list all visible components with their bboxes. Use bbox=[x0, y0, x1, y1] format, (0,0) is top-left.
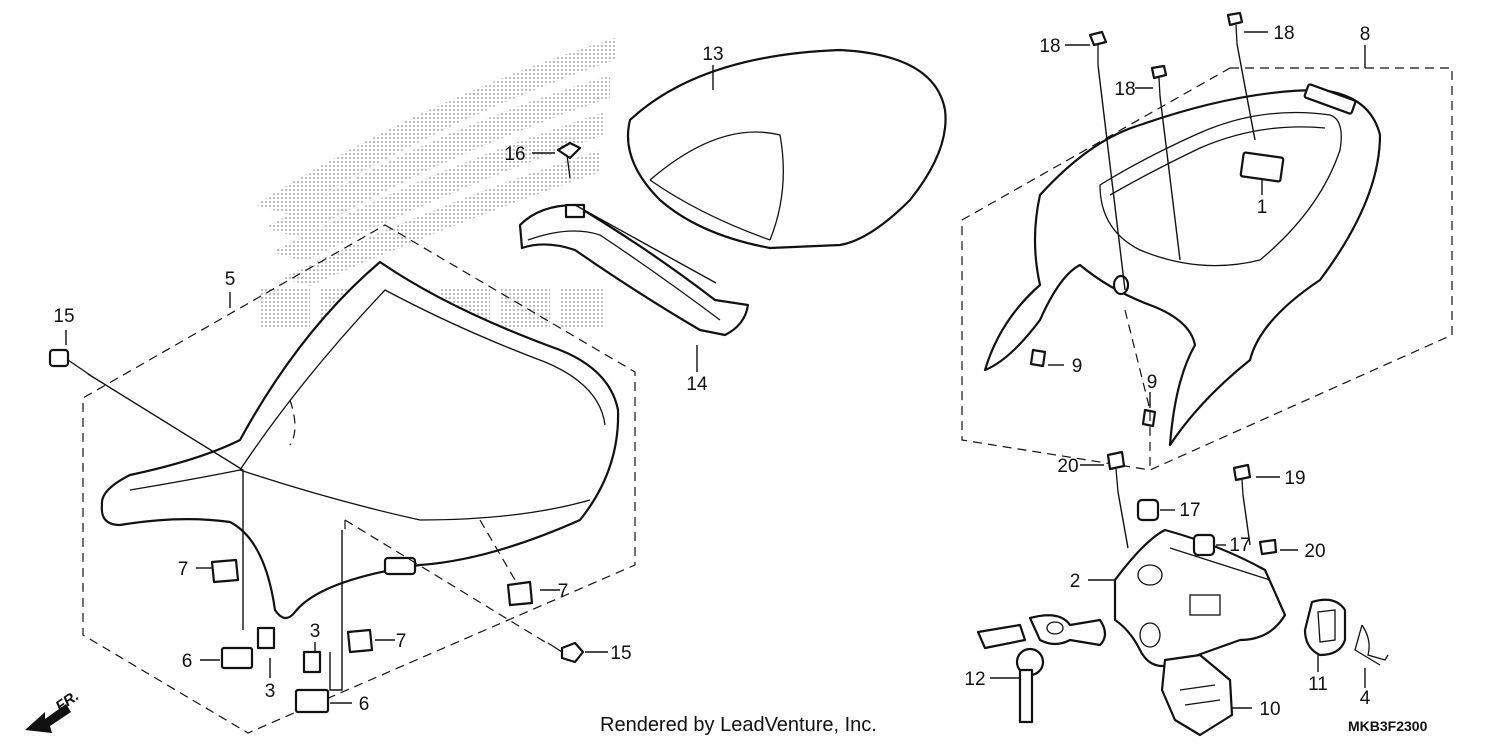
seat-cowl-group-box bbox=[961, 67, 1453, 471]
seat-group-box bbox=[82, 224, 636, 734]
callout-18-right: 18 bbox=[1273, 23, 1294, 44]
callout-labels: 13 16 14 5 15 7 7 7 15 3 3 6 6 18 18 18 … bbox=[53, 23, 1370, 720]
callout-17-upper: 17 bbox=[1179, 500, 1200, 521]
callout-11: 11 bbox=[1308, 674, 1328, 695]
seat-catch-part-2 bbox=[1113, 528, 1287, 668]
front-seat-part-5 bbox=[100, 260, 620, 620]
footer-credit: Rendered by LeadVenture, Inc. bbox=[600, 714, 877, 736]
callout-5: 5 bbox=[225, 269, 236, 290]
callout-9-right: 9 bbox=[1147, 372, 1158, 393]
callout-10: 10 bbox=[1259, 699, 1280, 720]
callout-6-left: 6 bbox=[182, 651, 193, 672]
callout-20-lower: 20 bbox=[1304, 541, 1325, 562]
callout-4: 4 bbox=[1360, 688, 1371, 709]
callout-18-left: 18 bbox=[1039, 36, 1060, 57]
callout-2: 2 bbox=[1070, 571, 1081, 592]
callout-3-lower: 3 bbox=[265, 681, 276, 702]
callout-14: 14 bbox=[686, 374, 708, 395]
callout-9-left: 9 bbox=[1072, 356, 1083, 377]
callout-20-upper: 20 bbox=[1057, 456, 1078, 477]
front-direction-arrow-icon: FR. bbox=[25, 687, 82, 733]
callout-15-lower: 15 bbox=[610, 643, 631, 664]
honda-wing-watermark bbox=[255, 38, 615, 328]
clip-part-4 bbox=[1354, 624, 1389, 666]
callout-15-upper: 15 bbox=[53, 306, 74, 327]
callout-8: 8 bbox=[1360, 24, 1371, 45]
callout-17-lower: 17 bbox=[1229, 535, 1250, 556]
hardware-parts bbox=[48, 11, 1278, 714]
callout-7-bottom: 7 bbox=[396, 631, 407, 652]
seat-cowl-part-8 bbox=[983, 83, 1382, 447]
callout-13: 13 bbox=[702, 44, 723, 65]
latch-part-10 bbox=[1160, 653, 1234, 737]
callout-3-upper: 3 bbox=[310, 621, 321, 642]
callout-18-middle: 18 bbox=[1114, 79, 1135, 100]
callout-12: 12 bbox=[964, 669, 985, 690]
callout-19: 19 bbox=[1284, 468, 1305, 489]
grommet-part-11 bbox=[1303, 598, 1347, 657]
diagram-code: MKB3F2300 bbox=[1348, 718, 1428, 734]
rear-seat-part-13 bbox=[626, 48, 947, 250]
callout-6-bottom: 6 bbox=[359, 694, 370, 715]
callout-7-left: 7 bbox=[178, 559, 189, 580]
key-and-lock-part-12 bbox=[976, 614, 1107, 724]
callout-1: 1 bbox=[1257, 197, 1268, 218]
callout-7-right: 7 bbox=[558, 581, 569, 602]
leader-lines bbox=[65, 31, 1366, 709]
callout-16: 16 bbox=[504, 144, 525, 165]
